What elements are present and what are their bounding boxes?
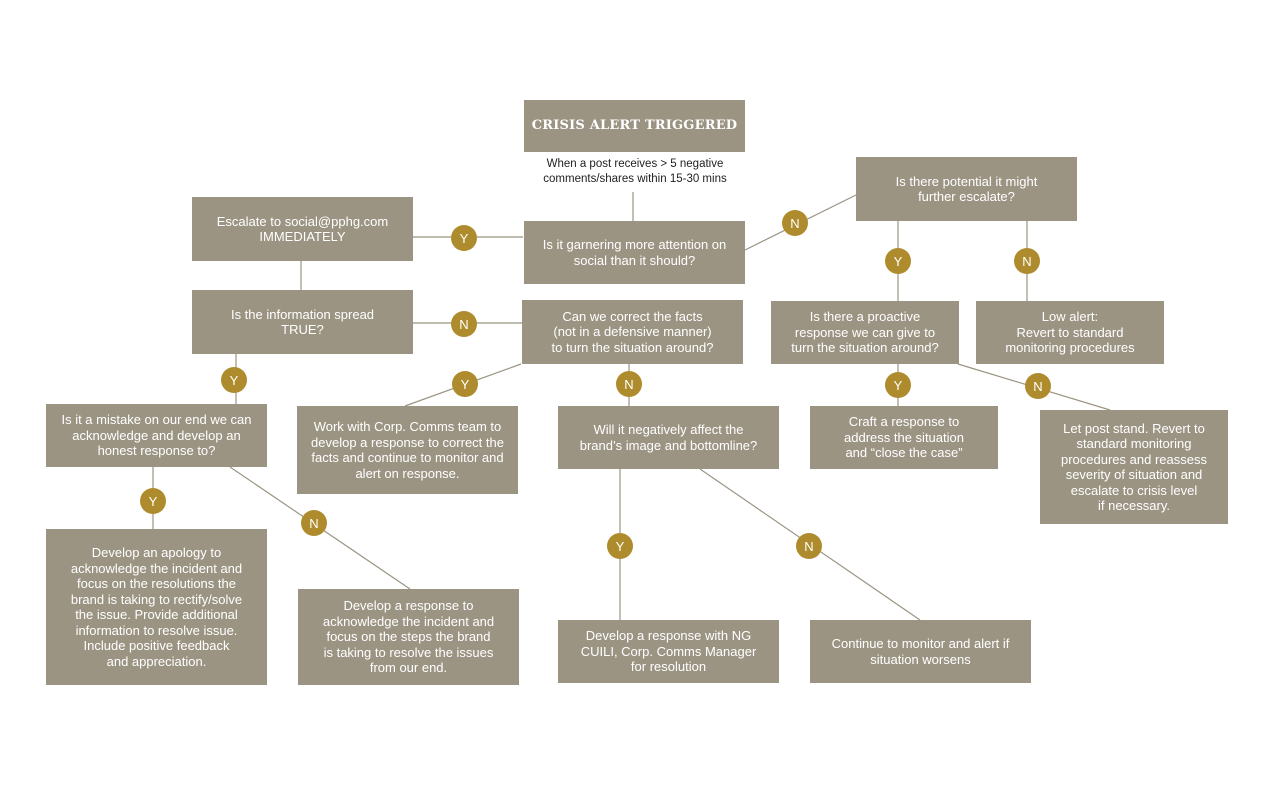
question-attention: Is it garnering more attention on social… <box>524 221 745 284</box>
craft-response-box: Craft a response to address the situatio… <box>810 406 998 469</box>
alert-trigger-note: When a post receives > 5 negative commen… <box>543 158 727 185</box>
yes-badge: Y <box>140 488 166 514</box>
corp-comms-box: Work with Corp. Comms team to develop a … <box>297 406 518 494</box>
yes-badge: Y <box>452 371 478 397</box>
question-brand-image: Will it negatively affect the brand’s im… <box>558 406 779 469</box>
question-information-true: Is the information spread TRUE? <box>192 290 413 354</box>
question-correct-facts: Can we correct the facts (not in a defen… <box>522 300 743 364</box>
escalate-box: Escalate to social@pphg.com IMMEDIATELY <box>192 197 413 261</box>
no-badge: N <box>451 311 477 337</box>
question-potential-escalate: Is there potential it might further esca… <box>856 157 1077 221</box>
crisis-alert-title: CRISIS ALERT TRIGGERED <box>524 100 745 152</box>
no-badge: N <box>1025 373 1051 399</box>
low-alert-box: Low alert: Revert to standard monitoring… <box>976 301 1164 364</box>
continue-monitor-box: Continue to monitor and alert if situati… <box>810 620 1031 683</box>
no-badge: N <box>782 210 808 236</box>
yes-badge: Y <box>451 225 477 251</box>
yes-badge: Y <box>607 533 633 559</box>
yes-badge: Y <box>885 248 911 274</box>
apology-box: Develop an apology to acknowledge the in… <box>46 529 267 685</box>
ng-cuili-box: Develop a response with NG CUILI, Corp. … <box>558 620 779 683</box>
question-mistake: Is it a mistake on our end we can acknow… <box>46 404 267 467</box>
question-proactive-response: Is there a proactive response we can giv… <box>771 301 959 364</box>
no-badge: N <box>796 533 822 559</box>
let-post-stand-box: Let post stand. Revert to standard monit… <box>1040 410 1228 524</box>
no-badge: N <box>1014 248 1040 274</box>
yes-badge: Y <box>885 372 911 398</box>
no-badge: N <box>301 510 327 536</box>
no-badge: N <box>616 371 642 397</box>
yes-badge: Y <box>221 367 247 393</box>
acknowledge-response-box: Develop a response to acknowledge the in… <box>298 589 519 685</box>
